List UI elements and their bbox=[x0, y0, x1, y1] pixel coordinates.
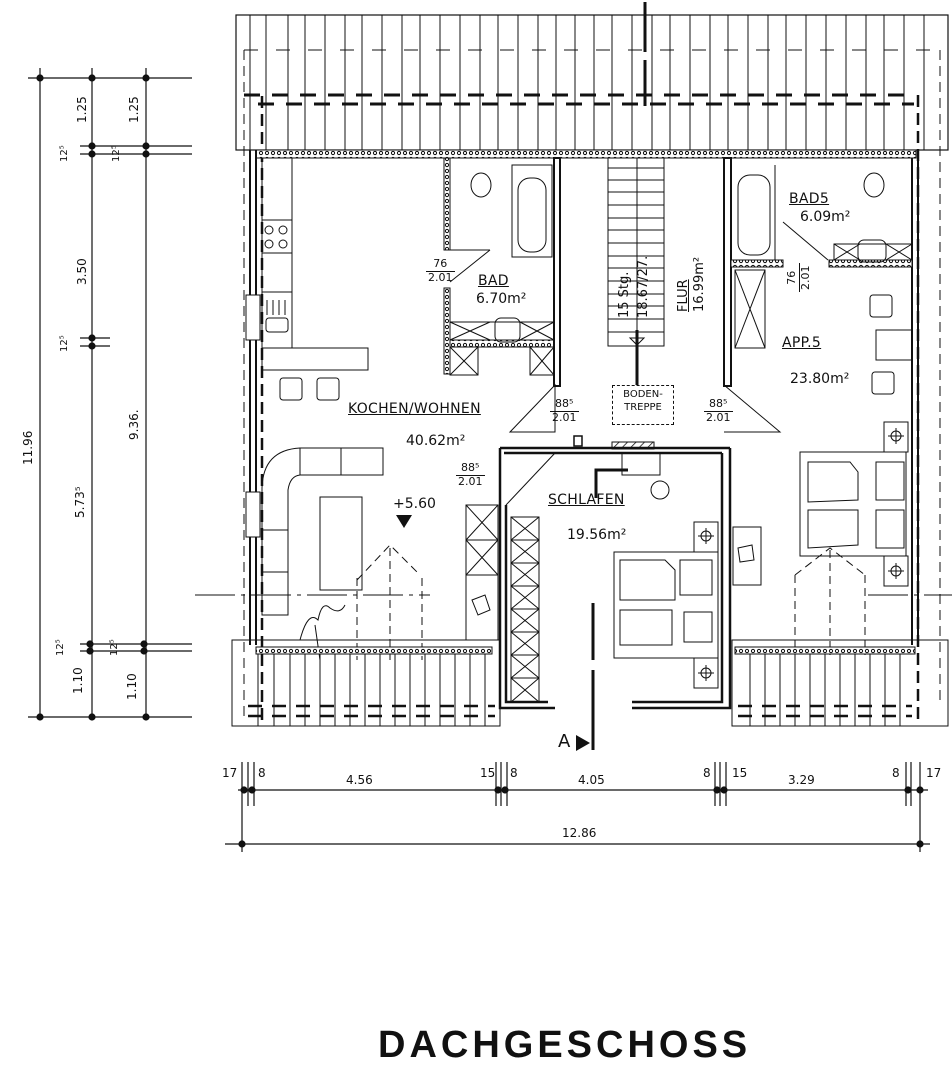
dim-bottom-2: 4.56 bbox=[346, 773, 373, 787]
bottom-dimension-lines bbox=[225, 762, 930, 852]
room-name-schlafen: SCHLAFEN bbox=[548, 492, 625, 508]
door-width: 88⁵ bbox=[456, 461, 485, 476]
elevation-marker: +5.60 bbox=[393, 496, 436, 512]
dim-bottom-1: 8 bbox=[258, 766, 266, 780]
door-width: 76 bbox=[426, 257, 455, 272]
door-height: 2.01 bbox=[798, 265, 812, 291]
staircase bbox=[607, 157, 665, 347]
room-area-schlafen: 19.56m² bbox=[567, 527, 627, 543]
dim-left-c2-0: 1.25 bbox=[127, 96, 141, 123]
dim-bottom-10: 17 bbox=[926, 766, 942, 780]
schlafen-walls bbox=[498, 446, 732, 710]
door-height: 2.01 bbox=[428, 270, 453, 284]
door-dim-bad5: 76 2.01 bbox=[785, 263, 812, 292]
dim-left-c1-2: 3.50 bbox=[75, 258, 89, 285]
dim-left-c1-6: 1.10 bbox=[71, 667, 85, 694]
room-name-app5: APP.5 bbox=[782, 335, 822, 351]
dim-left-c1-5: 12⁵ bbox=[55, 639, 66, 656]
dim-bottom-total: 12.86 bbox=[562, 826, 597, 840]
bodentreppe-line1: BODEN- bbox=[623, 389, 663, 400]
dim-left-c2-3: 12⁵ bbox=[109, 639, 120, 656]
dim-bottom-9: 8 bbox=[892, 766, 900, 780]
door-width: 88⁵ bbox=[550, 397, 579, 412]
door-dim-kochen: 88⁵ 2.01 bbox=[550, 397, 579, 424]
kitchen-counter bbox=[261, 157, 369, 401]
door-height: 2.01 bbox=[458, 474, 483, 488]
roof-bottom bbox=[231, 639, 949, 727]
outer-walls bbox=[249, 150, 919, 645]
door-width: 76 bbox=[785, 263, 800, 292]
room-name-kochen-wohnen: KOCHEN/WOHNEN bbox=[348, 401, 481, 417]
dim-left-c2-4: 1.10 bbox=[125, 673, 139, 700]
door-height: 2.01 bbox=[552, 410, 577, 424]
dim-left-c1-0: 1.25 bbox=[75, 96, 89, 123]
dim-bottom-4: 8 bbox=[510, 766, 518, 780]
door-dim-bad: 76 2.01 bbox=[426, 257, 455, 284]
door-width: 88⁵ bbox=[704, 397, 733, 412]
drawing-title: DACHGESCHOSS bbox=[378, 1024, 752, 1066]
door-dim-schlafen: 88⁵ 2.01 bbox=[456, 461, 485, 488]
bodentreppe-box: BODEN- TREPPE bbox=[612, 385, 674, 425]
left-dimension-lines bbox=[28, 68, 192, 721]
dim-bottom-3: 15 bbox=[480, 766, 496, 780]
dim-bottom-6: 8 bbox=[703, 766, 711, 780]
dim-bottom-5: 4.05 bbox=[578, 773, 605, 787]
room-name-bad5: BAD5 bbox=[789, 191, 830, 207]
dim-bottom-8: 3.29 bbox=[788, 773, 815, 787]
room-area-app5: 23.80m² bbox=[790, 371, 850, 387]
room-area-bad: 6.70m² bbox=[476, 291, 527, 307]
dim-left-c1-1: 12⁵ bbox=[59, 145, 70, 162]
dim-left-c2-1: 12⁵ bbox=[111, 145, 122, 162]
dim-bottom-7: 15 bbox=[732, 766, 748, 780]
dim-left-c2-2: 9.36. bbox=[127, 409, 141, 440]
stair-ratio: 18.67/27. bbox=[636, 255, 651, 318]
room-area-kochen-wohnen: 40.62m² bbox=[406, 433, 466, 449]
bodentreppe-line2: TREPPE bbox=[624, 402, 662, 413]
room-name-flur: FLUR bbox=[676, 279, 691, 312]
stair-steps: 15 Stg. bbox=[617, 271, 632, 318]
flur-label: FLUR bbox=[676, 279, 691, 312]
dim-bottom-0: 17 bbox=[222, 766, 238, 780]
door-height: 2.01 bbox=[706, 410, 731, 424]
dim-left-total: 11.96 bbox=[21, 430, 35, 465]
room-area-flur: 16.99m² bbox=[692, 256, 707, 312]
room-name-bad: BAD bbox=[478, 273, 509, 289]
dim-left-c1-4: 5.73⁵ bbox=[73, 486, 87, 518]
dim-left-c1-3: 12⁵ bbox=[59, 335, 70, 352]
room-area-bad5: 6.09m² bbox=[800, 209, 851, 225]
section-marker-label: A bbox=[558, 731, 571, 752]
door-dim-app5: 88⁵ 2.01 bbox=[704, 397, 733, 424]
section-line-a bbox=[591, 2, 647, 750]
